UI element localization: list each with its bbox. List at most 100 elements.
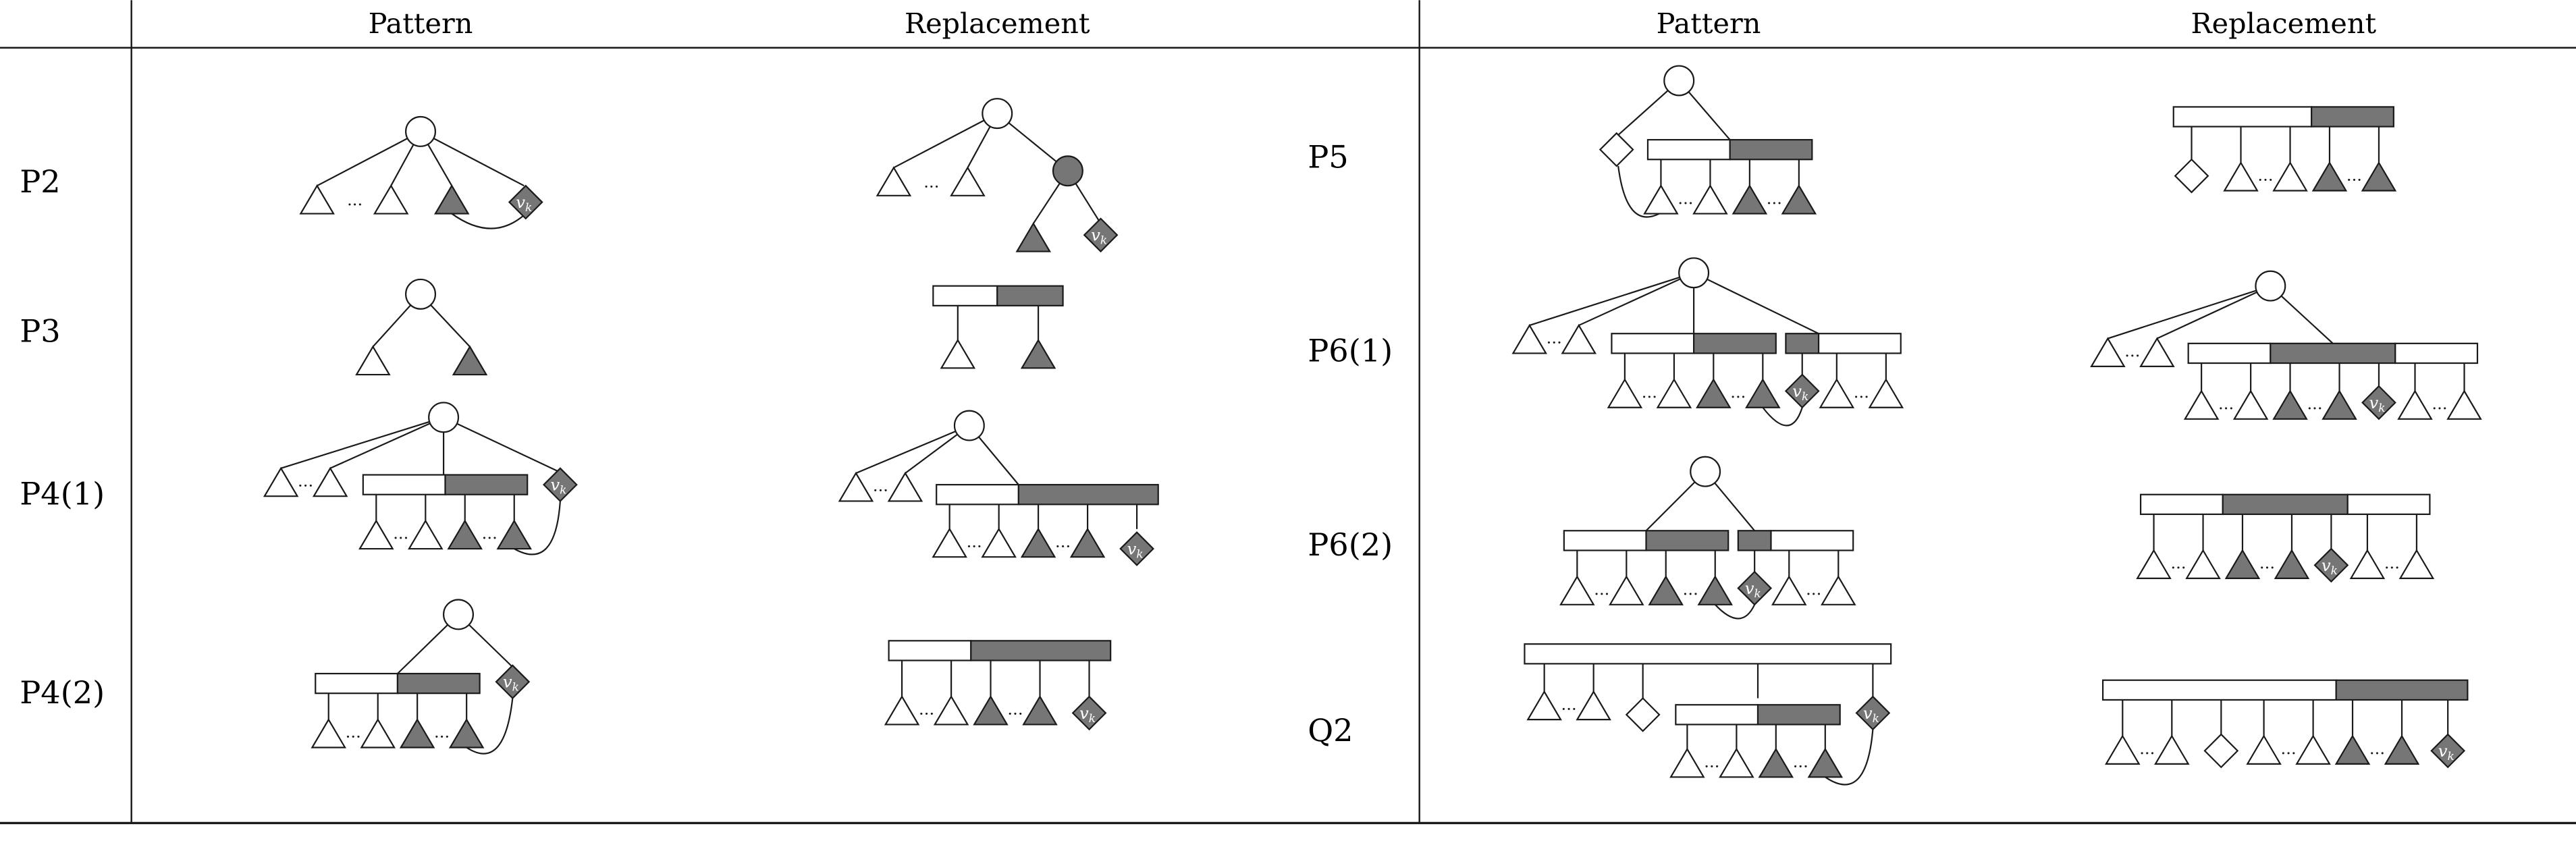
q-node-gray-part — [1785, 333, 1820, 354]
q-node-white-part — [2187, 342, 2272, 364]
gray-subtree — [973, 695, 1009, 726]
header-right-replacement: Replacement — [2191, 7, 2377, 40]
white-subtree — [2349, 549, 2386, 579]
p2-pattern: ···vk — [299, 115, 543, 229]
p4-2-pattern: ······vk — [311, 599, 531, 755]
ellipsis: ··· — [1704, 757, 1719, 776]
white-subtree — [263, 466, 299, 497]
gray-subtree — [2274, 549, 2310, 579]
p4-2-replacement: ······vk — [884, 640, 1112, 731]
white-subtree — [876, 166, 912, 196]
q2-replacement: ·········vk — [2102, 679, 2469, 769]
row-label-p4-2: P4(2) — [20, 674, 105, 711]
edge — [1693, 272, 1819, 335]
white-subtree — [2136, 549, 2172, 579]
p6-2-replacement: ······vk··· — [2136, 493, 2435, 583]
gray-subtree — [1807, 747, 1844, 778]
q-node-white-part — [2346, 493, 2431, 516]
white-subtree — [884, 695, 920, 726]
ellipsis: ··· — [2432, 398, 2447, 418]
q-node-gray-part — [2270, 342, 2396, 364]
white-subtree — [1656, 378, 1692, 408]
p2-replacement: ···vk — [876, 98, 1119, 253]
p5-replacement: ······ — [2172, 106, 2397, 194]
white-subtree — [1719, 747, 1754, 778]
gray-subtree — [1696, 378, 1732, 408]
p4-1-pattern: ·········vk — [263, 402, 578, 555]
vk-node — [2361, 385, 2396, 420]
gray-subtree — [1781, 184, 1817, 215]
white-subtree — [2295, 734, 2331, 765]
white-subtree — [981, 527, 1017, 558]
vk-node — [1855, 695, 1891, 731]
p-node — [953, 410, 985, 441]
vk-node — [1119, 531, 1154, 566]
edge — [280, 416, 444, 469]
curve-edge — [1714, 604, 1756, 620]
q-node-white-part — [1611, 333, 1695, 354]
gray-node — [1052, 155, 1083, 187]
p6-1-pattern: ·········vk··· — [1511, 257, 1904, 427]
gray-subtree — [2224, 549, 2261, 579]
gray-subtree — [434, 184, 470, 215]
ellipsis: ··· — [1642, 387, 1657, 406]
vk-label: vk — [503, 672, 519, 695]
ellipsis: ··· — [873, 481, 888, 500]
ellipsis: ··· — [1767, 193, 1782, 213]
white-subtree — [1607, 378, 1643, 408]
vk-node — [1737, 570, 1773, 606]
q-node-white-part — [1563, 530, 1647, 551]
curve-edge — [451, 213, 527, 229]
gray-subtree — [1648, 575, 1684, 605]
table-grid — [0, 0, 2576, 825]
gray-subtree — [447, 519, 483, 550]
ellipsis: ··· — [2307, 398, 2322, 418]
white-subtree — [1609, 575, 1644, 605]
vk-node — [542, 467, 578, 503]
white-subtree — [950, 166, 986, 196]
white-subtree — [1511, 323, 1548, 354]
edge — [329, 416, 444, 469]
ellipsis: ··· — [2346, 170, 2362, 190]
ellipsis: ··· — [2170, 558, 2186, 578]
ellipsis: ··· — [1678, 193, 1693, 213]
white-diamond — [1625, 697, 1661, 732]
row-label-p6-1: P6(1) — [1308, 333, 1393, 369]
ellipsis: ··· — [1806, 584, 1821, 603]
q-node-white-part — [1770, 530, 1854, 551]
p-node — [442, 599, 474, 630]
q-node-gray-part — [1756, 704, 1841, 726]
white-subtree — [360, 717, 396, 749]
q-node-white-part — [2394, 342, 2479, 364]
white-subtree — [1771, 575, 1807, 605]
edge — [893, 113, 998, 169]
gray-subtree — [1697, 575, 1734, 605]
gray-subtree — [2384, 734, 2420, 765]
q-node-gray-part — [2335, 679, 2469, 701]
white-subtree — [2185, 549, 2221, 579]
white-diamond — [2203, 733, 2239, 769]
q-node-white-part — [1675, 704, 1759, 726]
p-node — [1678, 257, 1710, 289]
gray-subtree — [1732, 184, 1768, 215]
q-node-white-part — [1524, 643, 1892, 665]
white-subtree — [1669, 747, 1705, 778]
gray-subtree — [448, 717, 485, 749]
row-label-p2: P2 — [20, 163, 61, 200]
q-node-white-part — [2172, 106, 2313, 128]
white-subtree — [838, 471, 874, 502]
white-subtree — [1561, 323, 1597, 354]
white-subtree — [299, 184, 335, 215]
ellipsis: ··· — [346, 727, 361, 746]
q-node-gray-part — [2311, 106, 2394, 128]
gray-subtree — [1020, 338, 1056, 369]
ellipsis: ··· — [482, 528, 498, 548]
white-subtree — [2272, 161, 2308, 192]
white-subtree — [312, 466, 348, 497]
gray-subtree — [2322, 389, 2357, 420]
edge — [1578, 272, 1694, 327]
ellipsis: ··· — [347, 195, 363, 215]
ellipsis: ··· — [1730, 387, 1746, 406]
white-subtree — [358, 519, 394, 550]
